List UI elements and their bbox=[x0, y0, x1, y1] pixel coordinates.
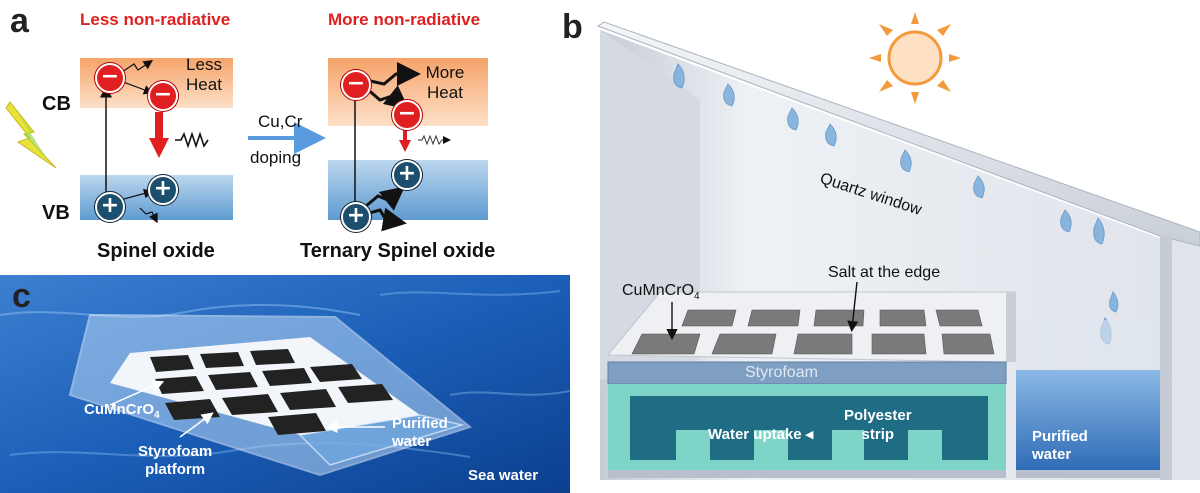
polyester-strip-label: Polyester strip bbox=[844, 406, 912, 444]
water-uptake-text: Water uptake bbox=[708, 426, 802, 443]
left-heat-line1: Less bbox=[186, 55, 222, 74]
lightning-icon bbox=[5, 101, 57, 169]
right-hole-2: + bbox=[392, 160, 422, 190]
right-electron-1: − bbox=[341, 70, 371, 100]
left-electron-2: − bbox=[148, 81, 178, 111]
right-caption: Ternary Spinel oxide bbox=[300, 240, 496, 262]
polyester-line1: Polyester bbox=[844, 407, 912, 424]
right-electron-2: − bbox=[392, 100, 422, 130]
left-hole-1: + bbox=[95, 192, 125, 222]
styrofoam-label: Styrofoam bbox=[745, 364, 818, 381]
dopant-label: Cu,Cr bbox=[258, 112, 303, 131]
panel-b-letter: b bbox=[562, 8, 583, 46]
panel-b-material-text: CuMnCrO bbox=[622, 282, 695, 299]
vb-label: VB bbox=[42, 202, 70, 224]
panel-c-purified-line2: water bbox=[392, 433, 432, 450]
panel-c-pointers bbox=[109, 380, 385, 438]
left-hole-2: + bbox=[148, 175, 178, 205]
right-title: More non-radiative bbox=[328, 10, 481, 29]
water-uptake-arrow-icon: ◂ bbox=[805, 426, 814, 443]
left-caption: Spinel oxide bbox=[97, 240, 215, 262]
panel-c-platform-line1: Styrofoam bbox=[138, 443, 213, 460]
right-heat-line2: Heat bbox=[427, 83, 463, 102]
panel-b-material-sub: 4 bbox=[694, 291, 700, 303]
panel-c-tiles bbox=[150, 349, 393, 435]
panel-c-sea-water-label: Sea water bbox=[468, 467, 539, 484]
salt-at-edge-label: Salt at the edge bbox=[828, 264, 941, 281]
panel-b-material-label: CuMnCrO4 bbox=[622, 282, 700, 302]
right-hole-1: + bbox=[341, 202, 371, 232]
still-chamber bbox=[596, 12, 1200, 480]
panel-c-material-label: CuMnCrO4 bbox=[84, 401, 160, 421]
panel-c-material-text: CuMnCrO bbox=[84, 401, 154, 418]
panel-c-platform-line2: platform bbox=[145, 461, 206, 478]
doping-label: doping bbox=[250, 148, 302, 167]
left-heat-line2: Heat bbox=[186, 75, 222, 94]
panel-b-pointers bbox=[666, 281, 859, 341]
left-title: Less non-radiative bbox=[80, 10, 231, 29]
panel-a-letter: a bbox=[10, 2, 29, 40]
left-heat-label: Less Heat bbox=[180, 55, 228, 95]
panel-a: a Less non-radiative More non-radiative … bbox=[0, 0, 560, 275]
panel-c-letter: c bbox=[12, 277, 31, 315]
panel-b-purified-label: Purified water bbox=[1032, 428, 1088, 464]
panel-b-purified-line2: water bbox=[1032, 446, 1072, 463]
panel-c: c CuMnCrO4 Styrofoam platform Purified w… bbox=[0, 275, 570, 493]
panel-a-arrows bbox=[100, 60, 451, 232]
right-heat-label: More Heat bbox=[420, 63, 470, 103]
panel-b: b bbox=[560, 0, 1200, 493]
panel-c-purified-label: Purified water bbox=[392, 415, 448, 451]
sun bbox=[869, 12, 961, 104]
panel-c-material-sub: 4 bbox=[154, 410, 160, 421]
left-electron-1: − bbox=[95, 63, 125, 93]
panel-b-purified-line1: Purified bbox=[1032, 428, 1088, 445]
panel-c-platform-label: Styrofoam platform bbox=[138, 443, 212, 479]
panel-c-purified-line1: Purified bbox=[392, 415, 448, 432]
polyester-line2: strip bbox=[861, 426, 895, 443]
water-uptake-label: Water uptake◂ bbox=[708, 425, 813, 443]
right-heat-line1: More bbox=[425, 63, 465, 82]
cb-label: CB bbox=[42, 93, 71, 115]
